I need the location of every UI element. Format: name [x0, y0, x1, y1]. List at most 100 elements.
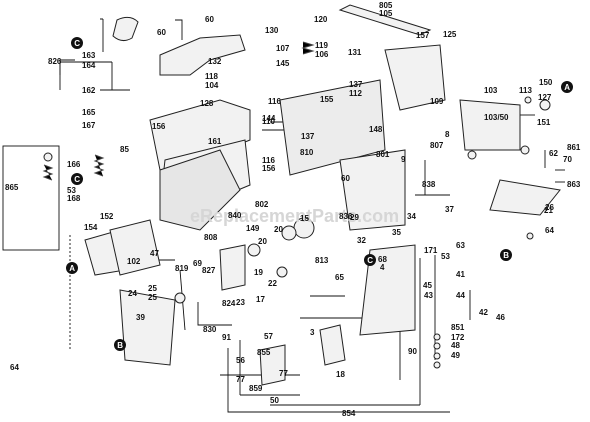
callout-letter-c: C — [74, 39, 80, 48]
part-label-163: 163 — [82, 51, 96, 60]
part-label-819: 819 — [175, 264, 189, 273]
part-label-4: 4 — [380, 263, 385, 272]
part-number-labels: 6060826163164162165167166531688658515215… — [5, 1, 581, 418]
springs — [42, 41, 315, 181]
part-label-156: 156 — [262, 164, 276, 173]
part-label-60: 60 — [157, 28, 166, 37]
part-label-68: 68 — [378, 255, 387, 264]
callout-letter-c: C — [74, 175, 80, 184]
part-label-132: 132 — [208, 57, 222, 66]
part-label-46: 46 — [496, 313, 505, 322]
part-label-56: 56 — [236, 356, 245, 365]
part-label-17: 17 — [256, 295, 265, 304]
part-label-144: 144 — [262, 114, 276, 123]
part-label-145: 145 — [276, 59, 290, 68]
part-label-9: 9 — [401, 155, 406, 164]
part-label-827: 827 — [202, 266, 216, 275]
part-label-838: 838 — [422, 180, 436, 189]
part-label-62: 62 — [549, 149, 558, 158]
part-label-110: 110 — [262, 117, 275, 126]
part-label-127: 127 — [538, 93, 552, 102]
part-label-162: 162 — [82, 86, 96, 95]
part-label-154: 154 — [84, 223, 98, 232]
part-label-32: 32 — [357, 236, 366, 245]
part-label-137: 137 — [349, 80, 363, 89]
part-label-35: 35 — [392, 228, 401, 237]
part-label-45: 45 — [423, 281, 432, 290]
part-label-865: 865 — [5, 183, 19, 192]
part-label-23: 23 — [236, 298, 245, 307]
part-label-863: 863 — [567, 180, 581, 189]
part-label-65: 65 — [335, 273, 344, 282]
part-label-103-50: 103/50 — [484, 113, 509, 122]
part-label-168: 168 — [67, 194, 81, 203]
callout-letter-b: B — [117, 341, 123, 350]
part-label-64: 64 — [545, 226, 554, 235]
part-label-156: 156 — [152, 122, 166, 131]
part-label-15: 15 — [300, 214, 309, 223]
part-label-41: 41 — [456, 270, 465, 279]
callout-circle-c — [71, 173, 83, 185]
part-label-118: 118 — [205, 72, 218, 81]
part-label-50: 50 — [270, 396, 279, 405]
part-label-25: 25 — [148, 284, 157, 293]
part-label-113: 113 — [519, 86, 532, 95]
part-label-104: 104 — [205, 81, 219, 90]
part-label-43: 43 — [424, 291, 433, 300]
callout-circle-b — [114, 339, 126, 351]
part-label-19: 19 — [254, 268, 263, 277]
callout-circle-b — [500, 249, 512, 261]
part-label-854: 854 — [342, 409, 356, 418]
part-label-77: 77 — [279, 369, 288, 378]
part-label-808: 808 — [204, 233, 218, 242]
callout-circle-c — [71, 37, 83, 49]
part-label-20: 20 — [258, 237, 267, 246]
part-label-813: 813 — [315, 256, 329, 265]
part-label-85: 85 — [120, 145, 129, 154]
part-label-805: 805 — [379, 1, 393, 10]
part-label-148: 148 — [369, 125, 383, 134]
part-label-119: 119 — [315, 41, 328, 50]
part-label-34: 34 — [407, 212, 416, 221]
part-label-165: 165 — [82, 108, 96, 117]
watermark-text: eReplacementParts.com — [190, 206, 399, 226]
part-label-25: 25 — [148, 293, 157, 302]
callout-letter-a: A — [564, 83, 570, 92]
part-label-164: 164 — [82, 61, 96, 70]
part-label-131: 131 — [348, 48, 362, 57]
part-label-103: 103 — [484, 86, 498, 95]
part-label-53: 53 — [441, 252, 450, 261]
part-label-826: 826 — [48, 57, 62, 66]
part-label-859: 859 — [249, 384, 263, 393]
part-label-60: 60 — [341, 174, 350, 183]
part-label-161: 161 — [208, 137, 222, 146]
part-label-112: 112 — [349, 89, 362, 98]
part-label-42: 42 — [479, 308, 488, 317]
part-label-3: 3 — [310, 328, 315, 337]
part-label-57: 57 — [264, 332, 273, 341]
callout-letter-b: B — [503, 251, 509, 260]
part-label-166: 166 — [67, 160, 81, 169]
part-label-8: 8 — [445, 130, 450, 139]
part-label-801: 801 — [376, 150, 390, 159]
part-label-810: 810 — [300, 148, 314, 157]
part-label-149: 149 — [246, 224, 260, 233]
part-label-21: 21 — [544, 206, 553, 215]
part-label-802: 802 — [255, 200, 269, 209]
part-label-824: 824 — [222, 299, 236, 308]
part-label-116: 116 — [268, 97, 281, 106]
callout-circle-a — [561, 81, 573, 93]
part-label-861: 861 — [567, 143, 581, 152]
part-label-44: 44 — [456, 291, 465, 300]
part-label-106: 106 — [315, 50, 329, 59]
part-label-60: 60 — [205, 15, 214, 24]
part-label-155: 155 — [320, 95, 334, 104]
part-label-18: 18 — [336, 370, 345, 379]
part-label-26: 26 — [545, 203, 554, 212]
part-label-48: 48 — [451, 341, 460, 350]
part-label-855: 855 — [257, 348, 271, 357]
part-label-130: 130 — [265, 26, 279, 35]
part-label-172: 172 — [451, 333, 465, 342]
